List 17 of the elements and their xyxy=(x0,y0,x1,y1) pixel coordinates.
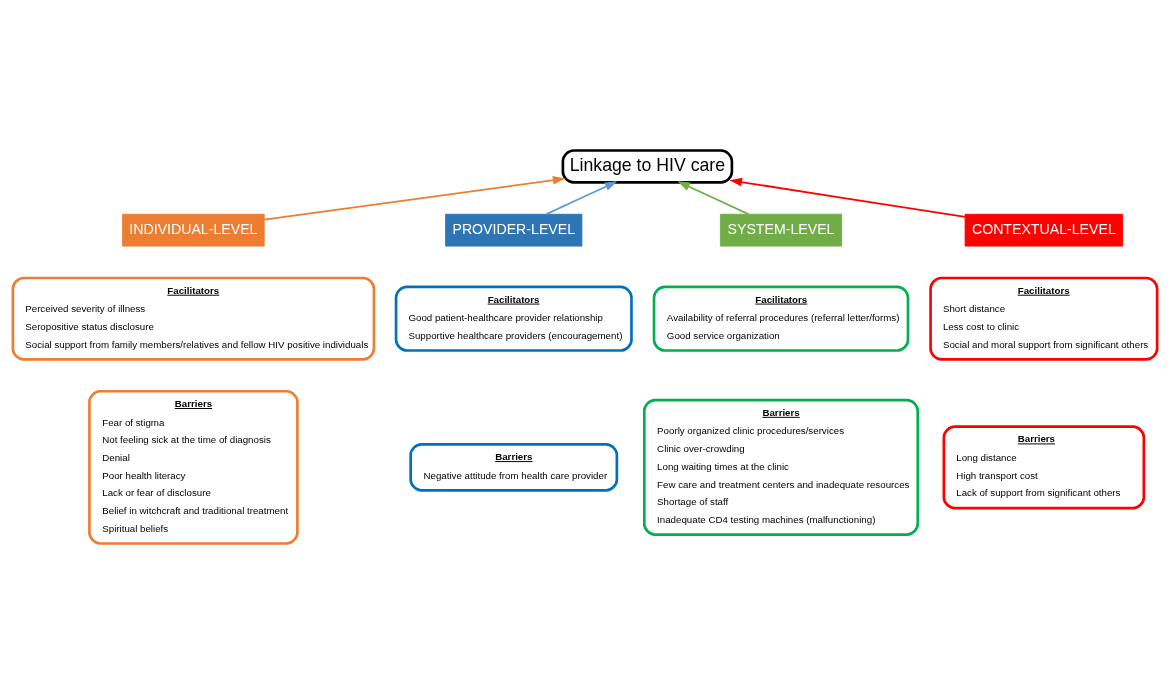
arrow xyxy=(729,177,966,218)
node-box: Facilitators Perceived severity of illness Seropositive status disclosure Social support from family members/relatives and fellow HIV positive individuals xyxy=(11,276,376,361)
node-box: Facilitators Availability of referral procedures (referral letter/forms) Good service organization xyxy=(652,285,910,352)
arrow xyxy=(677,181,750,216)
node-box: Linkage to HIV care xyxy=(561,149,734,184)
node-box: Barriers Negative attitude from health care provider xyxy=(409,443,619,492)
node-box: SYSTEM-LEVEL xyxy=(719,213,843,247)
arrow xyxy=(545,181,618,216)
arrow xyxy=(263,175,566,221)
node-box: Facilitators Good patient-healthcare provider relationship Supportive healthcare providers (encouragement) xyxy=(394,285,633,352)
node-box: CONTEXTUAL-LEVEL xyxy=(964,213,1124,247)
node-box: Barriers Long distance High transport cost Lack of support from significant others xyxy=(942,425,1146,510)
node-box: INDIVIDUAL-LEVEL xyxy=(122,213,265,247)
node-box: Barriers Poorly organized clinic procedures/services Clinic over-crowding Long waiting times at the clinic Few care and treatment centers and inadequate resources Shortage of staff Inadequate CD4 testing machines (malfunctioning) xyxy=(642,398,920,536)
node-box: PROVIDER-LEVEL xyxy=(445,213,583,247)
node-box: Facilitators Short distance Less cost to clinic Social and moral support from significant others xyxy=(929,276,1159,361)
node-box: Barriers Fear of stigma Not feeling sick at the time of diagnosis Denial Poor health literacy Lack or fear of disclosure Belief in witchcraft and traditional treatment Spiritual beliefs xyxy=(88,389,299,545)
